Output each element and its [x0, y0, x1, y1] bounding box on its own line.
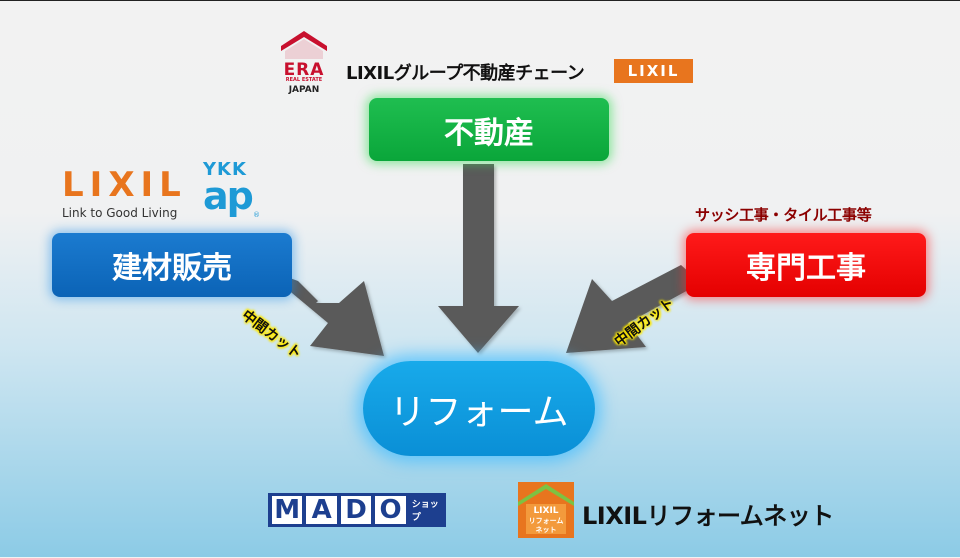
era-logo-sub: REAL ESTATE	[285, 77, 323, 83]
arrow-real-estate-to-reform	[438, 164, 519, 353]
ykk-registered-mark: ®	[253, 211, 260, 219]
lrn-icon-line3: ネット	[536, 526, 557, 534]
mado-letter-d: D	[340, 495, 372, 525]
mado-shop-logo: M A D O ショップ	[268, 493, 446, 527]
specialist-work-box: 専門工事	[686, 233, 926, 297]
mado-letter-m: M	[272, 495, 303, 525]
ykk-ap-logo: YKK ap ®	[203, 159, 260, 220]
lixil-logo: LIXIL	[62, 165, 187, 205]
lixil-reform-net-label: LIXILリフォームネット	[582, 502, 834, 530]
arrow-specialist-to-reform	[566, 265, 701, 353]
lrn-icon-line2: リフォーム	[529, 517, 564, 525]
real-estate-box: 不動産	[369, 98, 609, 161]
mado-letter-o: O	[375, 495, 406, 525]
lixil-badge-logo: LIXIL	[614, 59, 693, 83]
materials-sales-box: 建材販売	[52, 233, 292, 297]
lrn-icon-line1: LIXIL	[533, 506, 558, 516]
era-logo-name: ERA	[283, 60, 325, 80]
reform-box: リフォーム	[363, 361, 595, 456]
era-house-icon	[281, 31, 327, 59]
mado-shop-suffix: ショップ	[411, 500, 439, 523]
arrow-materials-to-reform	[262, 268, 384, 356]
era-logo-country: JAPAN	[288, 85, 320, 95]
ykk-logo-top: YKK	[203, 159, 247, 180]
mado-letter-a: A	[306, 495, 337, 525]
specialist-label: サッシ工事・タイル工事等	[695, 206, 872, 224]
era-logo: ERA REAL ESTATE JAPAN	[279, 29, 329, 99]
chain-label: LIXILグループ不動産チェーン	[346, 63, 585, 84]
lixil-reform-net-icon: LIXIL リフォーム ネット	[518, 482, 574, 538]
lixil-tagline: Link to Good Living	[62, 206, 178, 220]
ykk-logo-bottom: ap	[203, 174, 254, 218]
